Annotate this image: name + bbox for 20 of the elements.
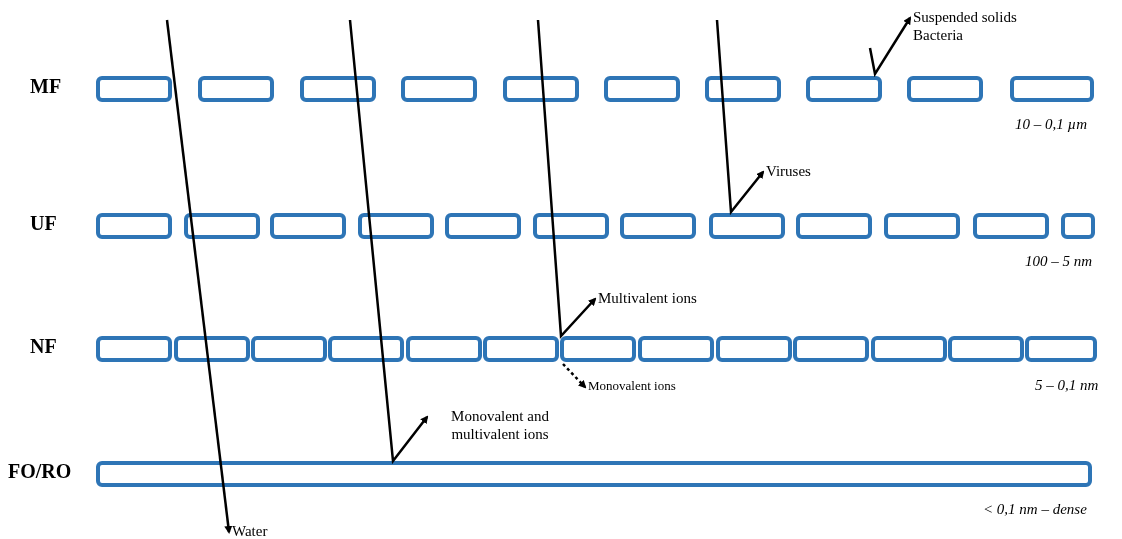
text-label: Water — [232, 522, 292, 539]
pore-size-label: 10 – 0,1 µm — [1015, 115, 1087, 133]
text-label: Monovalent and multivalent ions — [430, 407, 570, 443]
row-label: MF — [30, 77, 62, 95]
text-label: Suspended solids Bacteria — [913, 8, 1033, 44]
pore-size-label: 5 – 0,1 nm — [1035, 376, 1099, 394]
arrow — [165, 19, 233, 534]
pore-size-label: < 0,1 nm – dense — [983, 500, 1087, 518]
arrow — [562, 363, 587, 389]
arrow — [868, 16, 912, 78]
row-label: FO/RO — [8, 462, 72, 480]
row-label: UF — [30, 214, 57, 232]
arrow — [536, 19, 597, 339]
text-label: Multivalent ions — [598, 289, 738, 307]
text-label: Viruses — [766, 162, 846, 180]
row-label: NF — [30, 337, 57, 355]
arrow — [715, 19, 765, 216]
pore-size-label: 100 – 5 nm — [1025, 252, 1093, 270]
text-label: Monovalent ions — [588, 377, 718, 395]
arrow — [348, 19, 429, 465]
